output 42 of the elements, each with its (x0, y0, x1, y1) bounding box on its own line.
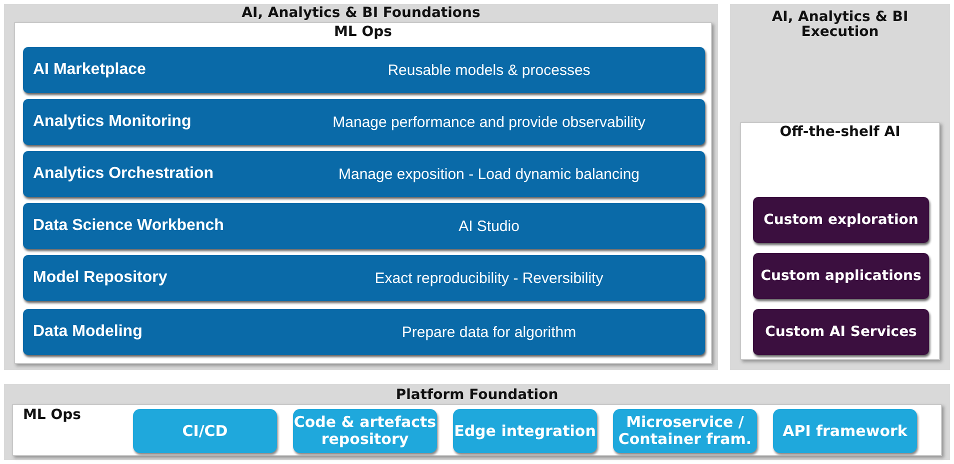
capability-title: Analytics Orchestration (33, 164, 214, 184)
capability-description: Prepare data for algorithm (400, 322, 578, 342)
capability-description: Manage performance and provide observability (332, 112, 646, 132)
capability-description: Manage exposition - Load dynamic balancing (337, 164, 641, 184)
layer-panel (730, 4, 950, 370)
capability-bar (23, 309, 705, 355)
tile-label: Code & artefacts repository (293, 414, 437, 448)
capability-title: Data Science Workbench (33, 216, 224, 236)
capability-title: Model Repository (33, 268, 168, 288)
capability-title: Analytics Monitoring (33, 112, 192, 132)
section-heading: ML Ops (23, 408, 81, 423)
tile-label: Custom exploration (764, 212, 918, 228)
capability-bar (23, 99, 705, 145)
capability-description: Reusable models & processes (386, 60, 592, 80)
tile-label: CI/CD (182, 422, 228, 440)
section-heading: ML Ops (333, 25, 393, 40)
section-panel (12, 404, 942, 456)
service-tile (753, 309, 929, 355)
service-tile (133, 409, 277, 453)
capability-bar (23, 47, 705, 93)
service-tile (453, 409, 597, 453)
tile-label: Microservice / Container fram. (617, 414, 753, 448)
service-tile (753, 253, 929, 299)
capability-bar (23, 255, 705, 301)
section-heading: AI, Analytics & BI Execution (770, 10, 910, 40)
capability-bar (23, 151, 705, 197)
section-heading: Off-the-shelf AI (778, 125, 902, 140)
section-heading: Platform Foundation (394, 388, 560, 403)
layer-panel (4, 384, 950, 460)
capability-title: AI Marketplace (33, 60, 146, 80)
tile-label: Edge integration (454, 422, 596, 440)
service-tile (753, 197, 929, 243)
section-heading: AI, Analytics & BI Foundations (240, 6, 482, 21)
tile-label: API framework (782, 422, 908, 440)
capability-title: Data Modeling (33, 322, 142, 342)
section-panel (740, 122, 940, 360)
tile-label: Custom AI Services (765, 324, 917, 340)
capability-description: AI Studio (458, 216, 520, 236)
capability-description: Exact reproducibility - Reversibility (374, 268, 604, 288)
service-tile (773, 409, 917, 453)
capability-bar (23, 203, 705, 249)
tile-label: Custom applications (760, 268, 922, 284)
